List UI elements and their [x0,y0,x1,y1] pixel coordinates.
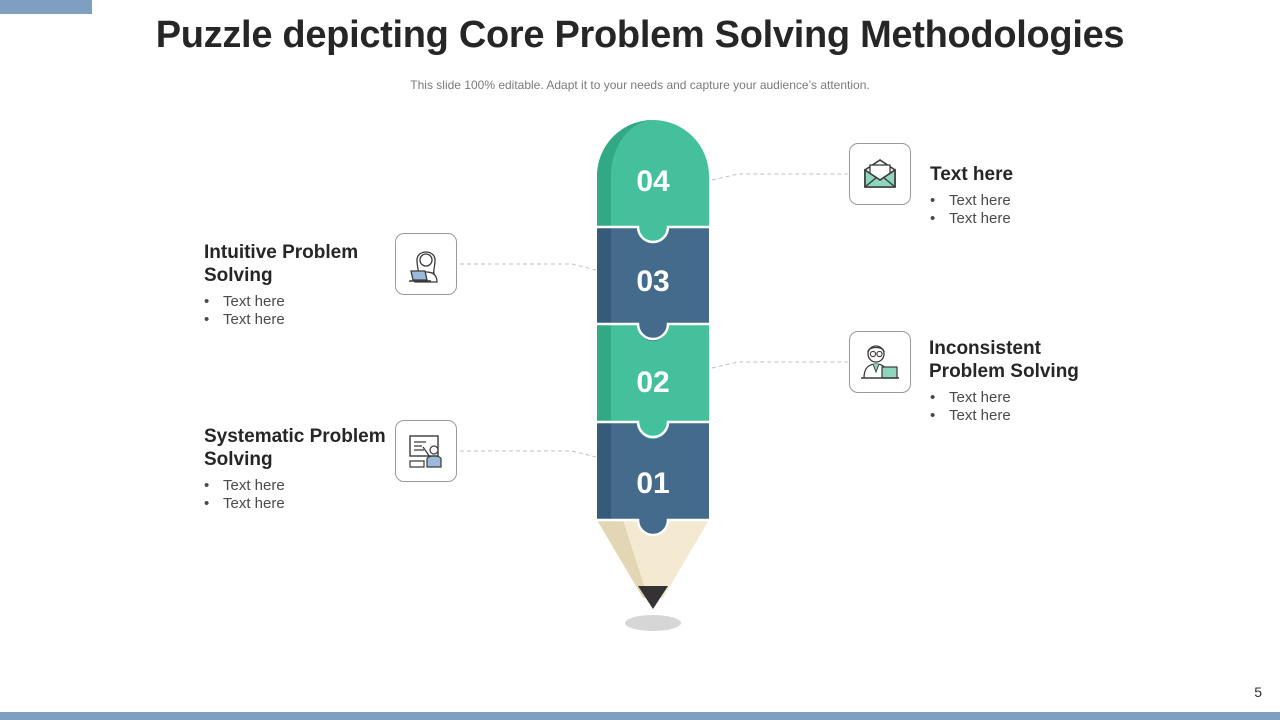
pencil-lead [638,586,668,609]
list-item: Text here [930,407,1189,425]
item-mid-left-title-line1: Intuitive Problem [204,242,359,263]
item-bottom-left-bullets: Text here Text here [204,477,394,513]
envelope-icon [864,159,896,188]
puzzle-segment-01: 01 [597,423,709,536]
item-mid-left-bullets: Text here Text here [204,293,389,329]
woman-laptop-icon [409,251,438,283]
presentation-board-icon-box [395,420,457,482]
slide-subtitle: This slide 100% editable. Adapt it to yo… [410,78,870,92]
puzzle-segment-04: 04 [597,120,709,243]
item-top-right-title-line1: Text here [930,164,1014,185]
item-mid-right: Inconsistent Problem Solving Text here T… [929,337,1189,425]
item-mid-right-bullets: Text here Text here [929,389,1189,425]
item-mid-left: Intuitive Problem Solving Text here Text… [204,241,389,329]
item-bottom-left-title-line1: Systematic Problem [204,426,386,447]
puzzle-segment-02: 02 [597,325,709,439]
envelope-icon-box [849,143,911,205]
page-number: 5 [1254,684,1262,700]
connector-mid-right [711,361,848,369]
list-item: Text here [204,495,394,513]
list-item: Text here [930,192,1190,210]
item-mid-left-title: Intuitive Problem Solving [204,241,389,287]
connector-mid-left [460,263,597,271]
item-bottom-left: Systematic Problem Solving Text here Tex… [204,425,394,513]
item-bottom-left-title-line2: Solving [204,449,273,470]
list-item: Text here [204,293,389,311]
presentation-board-icon [409,435,442,468]
pencil-tip-wood-shade [597,520,648,598]
segment-number-02: 02 [636,366,669,399]
segment-number-04: 04 [636,165,670,198]
puzzle-segment-03: 03 [597,228,709,341]
list-item: Text here [930,389,1189,407]
connector-bottom-left [460,450,597,458]
bottom-accent-bar [0,712,1280,720]
old-man-desk-icon-box [849,331,911,393]
list-item: Text here [204,477,394,495]
list-item: Text here [204,311,389,329]
item-bottom-left-title: Systematic Problem Solving [204,425,394,471]
item-mid-right-title: Inconsistent Problem Solving [929,337,1189,383]
segment-number-01: 01 [636,467,669,500]
segment-number-03: 03 [636,265,669,298]
woman-laptop-icon-box [395,233,457,295]
pencil-shadow [625,615,681,631]
item-top-right-title: Text here [930,163,1190,186]
item-mid-left-title-line2: Solving [204,265,273,286]
connector-top-right [711,173,848,181]
item-mid-right-title-line1: Inconsistent [929,338,1041,359]
list-item: Text here [930,210,1190,228]
puzzle-seams [597,225,709,537]
slide-title: Puzzle depicting Core Problem Solving Me… [155,14,1125,56]
corner-accent-tab [0,0,92,14]
item-mid-right-title-line2: Problem Solving [929,361,1079,382]
item-top-right: Text here Text here Text here [930,163,1190,228]
old-man-desk-icon [861,345,899,379]
item-top-right-bullets: Text here Text here [930,192,1190,228]
